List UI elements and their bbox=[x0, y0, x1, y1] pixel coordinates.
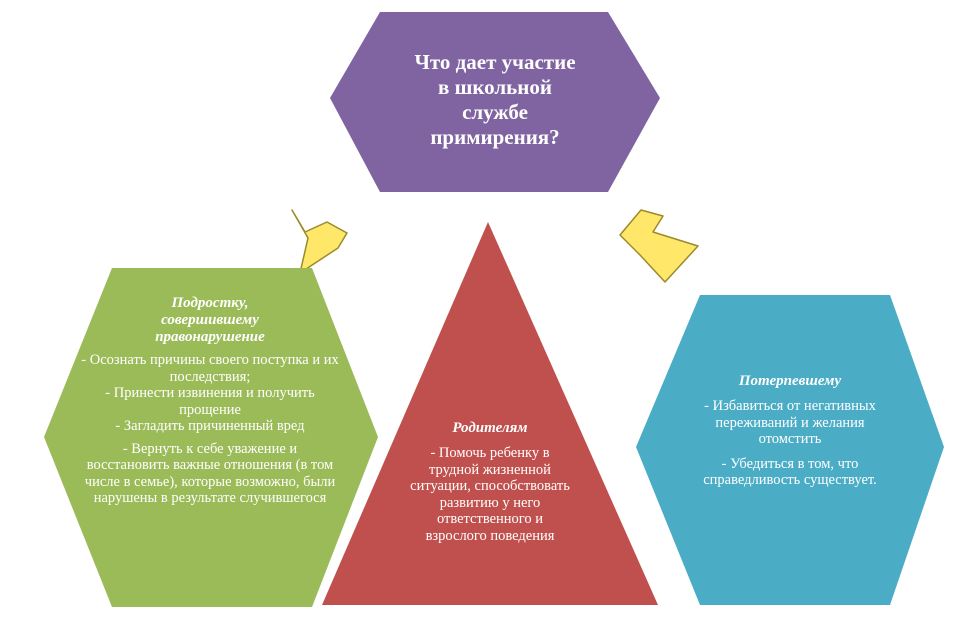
left-heading: Подростку, совершившему правонарушение bbox=[155, 295, 265, 345]
diagram-title: Что дает участие в школьной службе прими… bbox=[414, 50, 576, 149]
left-arrow bbox=[291, 209, 348, 274]
list-item: - Принести извинения и получить прощение bbox=[105, 385, 315, 418]
right-list: - Избавиться от негативных переживаний и… bbox=[695, 398, 885, 489]
center-triangle bbox=[322, 222, 658, 605]
right-block: Потерпевшему - Избавиться от негативных … bbox=[695, 373, 885, 489]
list-item: - Убедиться в том, что справедливость су… bbox=[703, 455, 877, 489]
right-arrow bbox=[619, 209, 699, 283]
list-item: - Загладить причиненный вред bbox=[115, 418, 305, 434]
left-block: Подростку, совершившему правонарушение -… bbox=[80, 295, 340, 507]
top-hexagon bbox=[330, 12, 660, 192]
list-item: - Осознать причины своего поступка и их … bbox=[81, 352, 339, 385]
right-heading: Потерпевшему bbox=[738, 373, 842, 389]
left-hexagon bbox=[44, 268, 378, 607]
list-item: - Помочь ребенку в трудной жизненной сит… bbox=[410, 445, 570, 544]
center-list: - Помочь ребенку в трудной жизненной сит… bbox=[405, 445, 575, 544]
center-block: Родителям - Помочь ребенку в трудной жиз… bbox=[405, 420, 575, 544]
list-item: - Вернуть к себе уважение и восстановить… bbox=[84, 440, 336, 507]
list-item: - Избавиться от негативных переживаний и… bbox=[704, 398, 876, 447]
center-heading: Родителям bbox=[452, 420, 528, 436]
right-hexagon bbox=[636, 295, 944, 605]
left-list: - Осознать причины своего поступка и их … bbox=[80, 352, 340, 507]
